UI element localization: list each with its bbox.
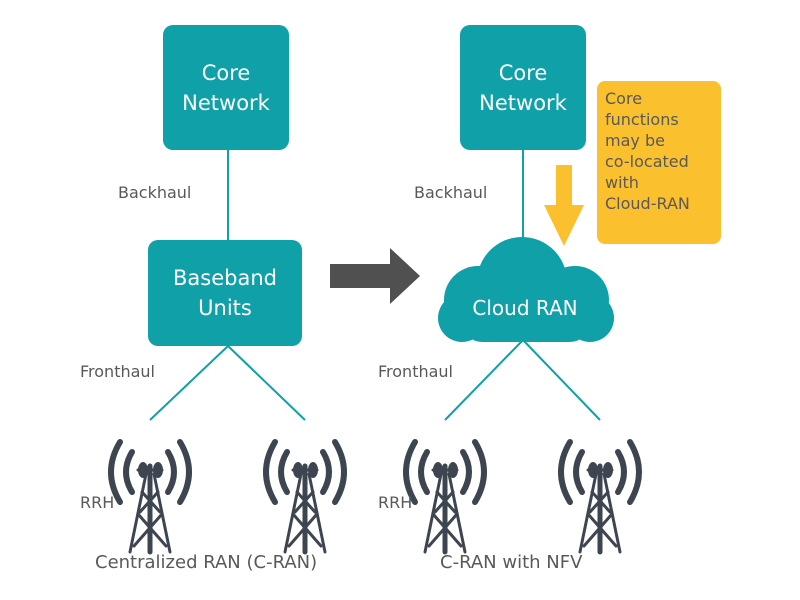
left-fronthaul-line-a [149,345,229,421]
right-caption: C-RAN with NFV [440,552,583,573]
note-line: functions [605,110,679,129]
cloud-ran-label: Cloud RAN [472,296,578,320]
note-line: with [605,173,639,192]
left-fronthaul-line-b [227,345,306,421]
note-line: Cloud-RAN [605,194,690,213]
right-core-line2: Network [479,90,567,115]
right-arrow-icon [330,248,420,304]
core-functions-note: Core functions may be co-located with Cl… [597,81,721,244]
left-rrh-label: RRH [80,493,115,512]
bbu-line2: Units [198,296,252,320]
left-fronthaul-label: Fronthaul [80,362,155,381]
right-core-line1: Core [498,60,548,85]
left-backhaul-label: Backhaul [118,183,192,202]
right-backhaul-label: Backhaul [414,183,488,202]
right-rrh-label: RRH [378,493,413,512]
down-arrow-icon [544,165,584,246]
radio-tower-icon [108,439,192,555]
left-core-line2: Network [182,90,270,115]
note-line: co-located [605,152,689,171]
left-caption: Centralized RAN (C-RAN) [95,552,318,573]
bbu-line1: Baseband [173,266,277,290]
left-core-line1: Core [201,60,251,85]
note-line: Core [605,89,643,108]
right-fronthaul-label: Fronthaul [378,362,453,381]
radio-tower-icon [558,439,642,555]
right-fronthaul-line-b [522,339,601,421]
radio-tower-icon [263,439,347,555]
radio-tower-icon [403,439,487,555]
right-fronthaul-line-a [444,339,524,421]
note-line: may be [605,131,665,150]
cloud-icon [438,237,614,342]
